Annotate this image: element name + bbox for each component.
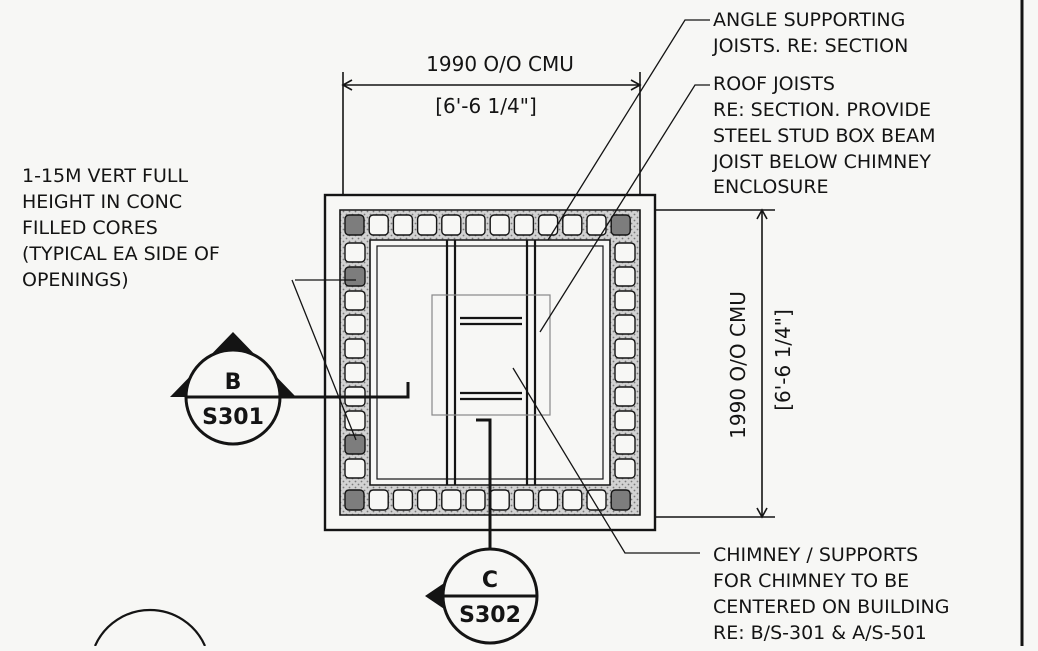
note-line: CENTERED ON BUILDING (713, 596, 949, 618)
right-dimension-imperial: [6'-6 1/4"] (771, 309, 795, 411)
filled-core (344, 214, 365, 236)
cmu-core (489, 214, 510, 236)
section-c-letter: C (482, 568, 498, 593)
cmu-core (586, 489, 607, 511)
cmu-core (614, 338, 636, 359)
note-rebar: 1-15M VERT FULL HEIGHT IN CONC FILLED CO… (22, 165, 220, 291)
section-marker-b (170, 332, 410, 446)
note-line: ROOF JOISTS (713, 73, 835, 95)
cmu-core (441, 489, 462, 511)
chimney-opening (431, 294, 551, 416)
leader-lines (291, 19, 710, 554)
filled-core (344, 434, 366, 455)
cmu-core (344, 314, 366, 335)
cmu-core (614, 434, 636, 455)
cmu-core (344, 362, 366, 383)
roof-joists (445, 240, 537, 485)
right-dimension (655, 208, 775, 519)
note-line: STEEL STUD BOX BEAM (713, 125, 935, 147)
box-beams (460, 316, 522, 401)
cmu-cores (344, 214, 636, 511)
cmu-core (441, 214, 462, 236)
cmu-core (562, 489, 583, 511)
filled-core (610, 214, 631, 236)
cmu-core (465, 214, 486, 236)
filled-core (344, 266, 366, 287)
cmu-core (614, 314, 636, 335)
cmu-core (562, 214, 583, 236)
top-dimension-imperial: [6'-6 1/4"] (435, 94, 537, 118)
note-line: HEIGHT IN CONC (22, 191, 182, 213)
cmu-core (614, 290, 636, 311)
cmu-core (344, 242, 366, 263)
cmu-core (416, 214, 438, 236)
top-dimension-metric: 1990 O/O CMU (426, 52, 574, 76)
note-line: 1-15M VERT FULL (22, 165, 188, 187)
cmu-core (465, 489, 486, 511)
section-marker-c (425, 418, 539, 645)
cmu-core (513, 489, 535, 511)
filled-core (610, 489, 631, 511)
note-line: FILLED CORES (22, 217, 158, 239)
cmu-core (416, 489, 438, 511)
note-line: RE: SECTION. PROVIDE (713, 99, 931, 121)
cmu-core (489, 489, 510, 511)
cmu-wall (339, 209, 641, 516)
cmu-core (344, 338, 366, 359)
section-b-sheet: S301 (202, 405, 264, 430)
cmu-core (368, 489, 389, 511)
cmu-core (513, 214, 535, 236)
note-line: JOISTS. RE: SECTION (712, 35, 908, 57)
top-dimension (341, 72, 642, 195)
note-line: RE: B/S-301 & A/S-501 (713, 622, 927, 644)
cmu-core (392, 214, 414, 236)
note-line: (TYPICAL EA SIDE OF (22, 243, 220, 265)
note-line: ENCLOSURE (713, 176, 829, 198)
note-angle: ANGLE SUPPORTING JOISTS. RE: SECTION (712, 9, 908, 57)
note-line: CHIMNEY / SUPPORTS (713, 544, 918, 566)
cmu-core (368, 214, 389, 236)
section-c-sheet: S302 (459, 603, 521, 628)
partial-circle-marker (93, 608, 207, 647)
cmu-core (344, 290, 366, 311)
cmu-core (537, 214, 559, 236)
note-chimney: CHIMNEY / SUPPORTS FOR CHIMNEY TO BE CEN… (713, 544, 949, 644)
filled-core (344, 489, 365, 511)
cmu-core (537, 489, 559, 511)
cmu-core (614, 362, 636, 383)
note-roof-joists: ROOF JOISTS RE: SECTION. PROVIDE STEEL S… (712, 73, 935, 198)
cmu-core (614, 458, 636, 479)
cmu-core (614, 386, 636, 407)
cmu-core (614, 266, 636, 287)
right-dimension-metric: 1990 O/O CMU (726, 291, 750, 439)
cmu-core (586, 214, 607, 236)
section-b-letter: B (225, 370, 242, 395)
note-line: OPENINGS) (22, 269, 129, 291)
cmu-core (344, 458, 366, 479)
cmu-core (392, 489, 414, 511)
cmu-core (614, 242, 636, 263)
note-line: JOIST BELOW CHIMNEY (712, 151, 931, 173)
note-line: FOR CHIMNEY TO BE (713, 570, 909, 592)
cmu-core (614, 410, 636, 431)
note-line: ANGLE SUPPORTING (713, 9, 905, 31)
